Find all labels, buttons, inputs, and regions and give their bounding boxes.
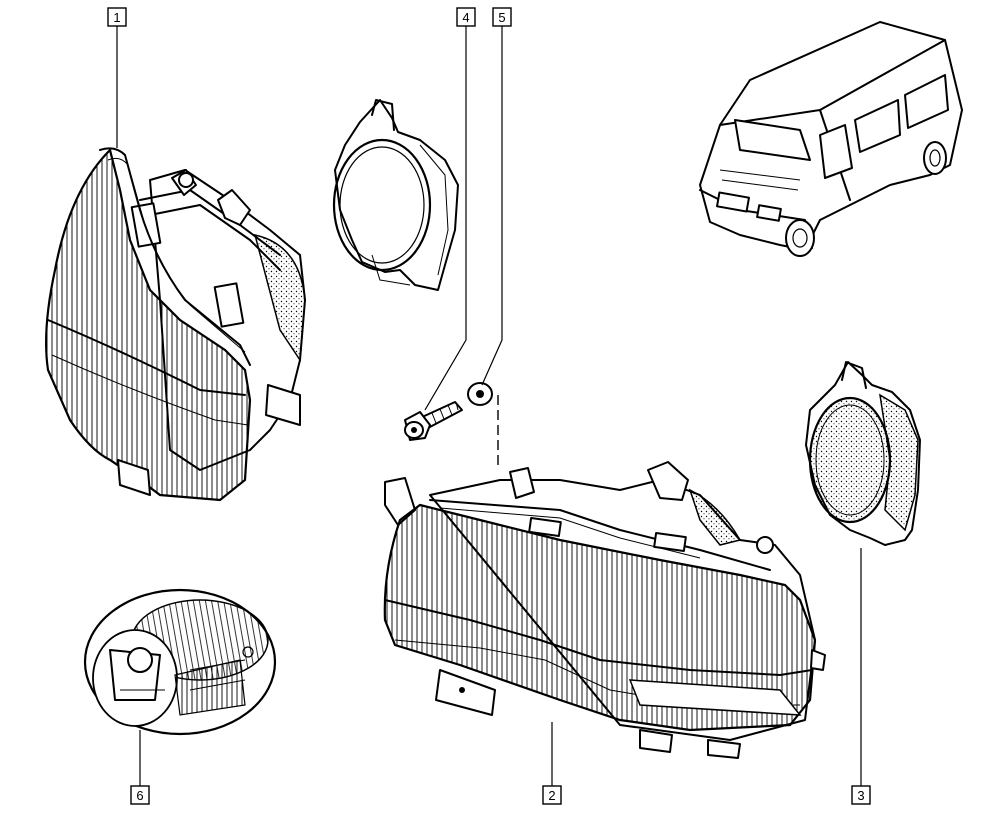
callout-6-label: 6	[136, 788, 143, 803]
callout-3: 3	[851, 785, 871, 805]
headlamp-left	[45, 147, 306, 502]
callout-3-label: 3	[857, 788, 864, 803]
callout-5: 5	[492, 7, 512, 27]
callout-6: 6	[130, 785, 150, 805]
callout-4-label: 4	[462, 10, 469, 25]
callout-2-label: 2	[548, 788, 555, 803]
callout-1: 1	[107, 7, 127, 27]
leader-lines	[116, 26, 862, 786]
callout-2: 2	[542, 785, 562, 805]
screw	[404, 401, 463, 441]
washer	[467, 382, 499, 470]
bulb-cover-clamp-top	[332, 99, 459, 291]
van-illustration	[699, 21, 963, 257]
callout-5-label: 5	[498, 10, 505, 25]
bulb-assembly	[83, 588, 277, 736]
callout-4: 4	[456, 7, 476, 27]
headlamp-right	[383, 461, 826, 759]
callout-1-label: 1	[113, 10, 120, 25]
bulb-cover-clamp-right	[805, 361, 921, 546]
